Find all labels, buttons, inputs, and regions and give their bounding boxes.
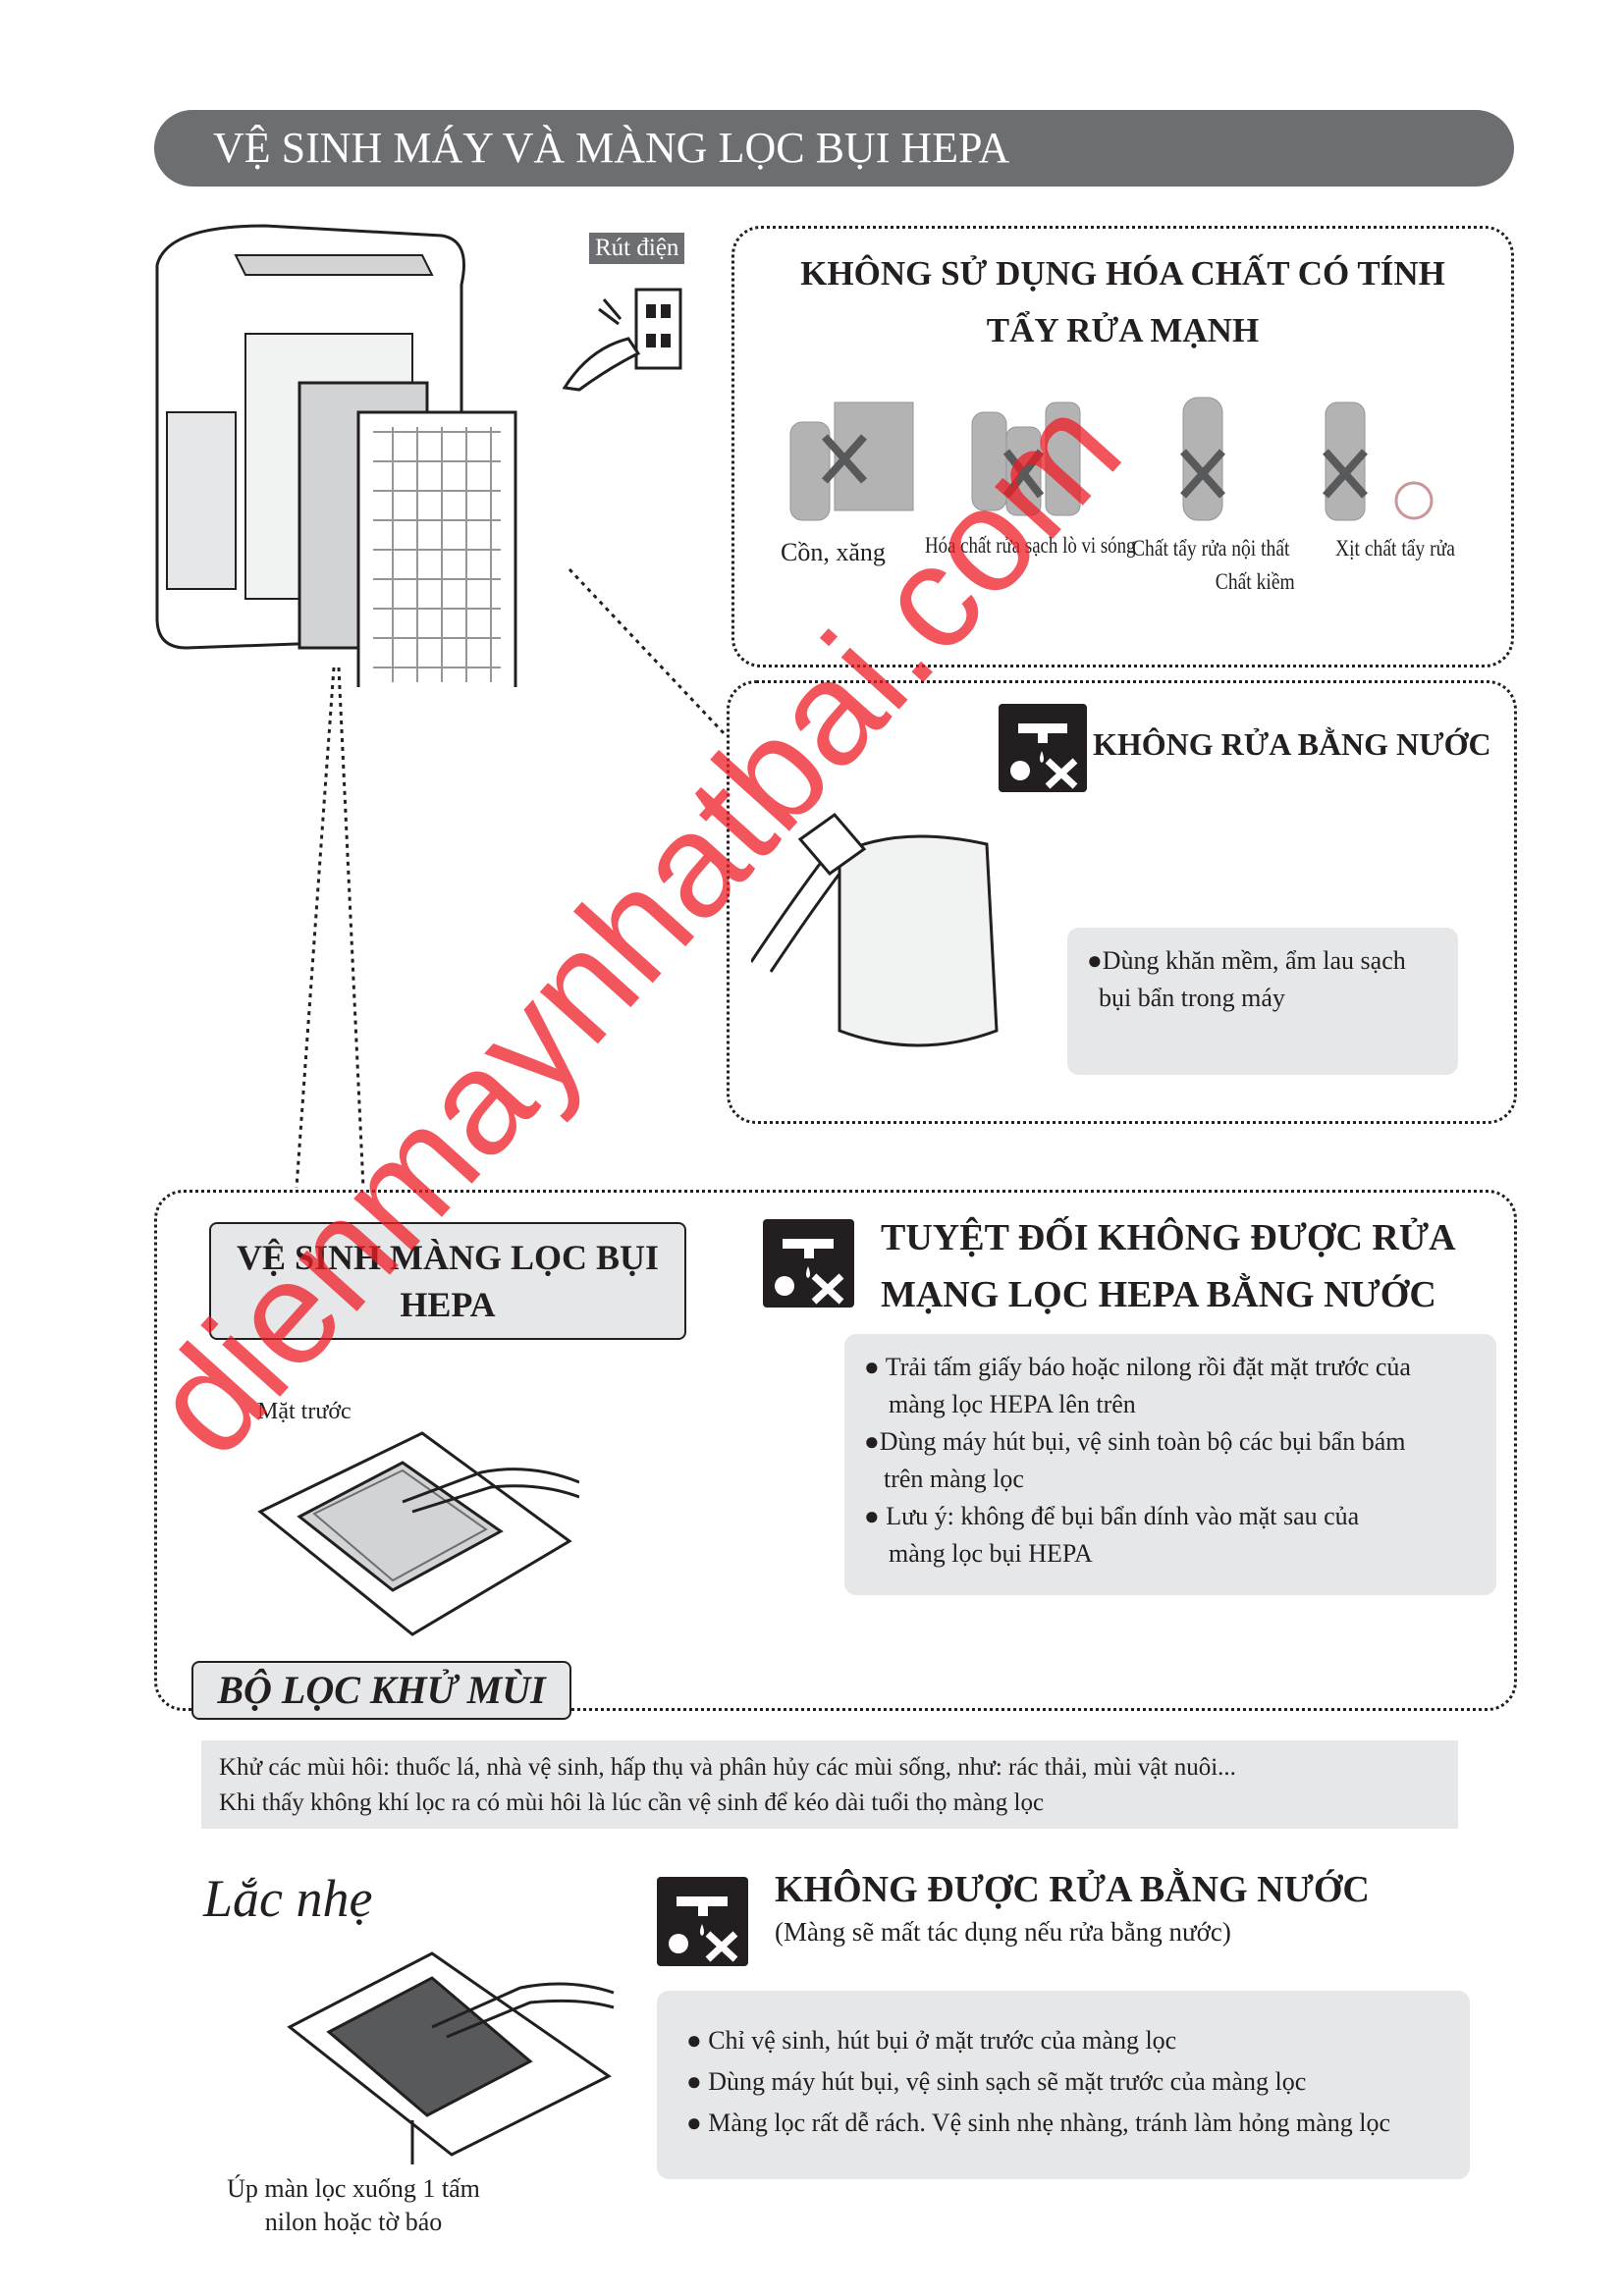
- prohibited-chemicals-icons: [789, 397, 1434, 521]
- deodorizer-desc-line1: Khử các mùi hôi: thuốc lá, nhà vệ sinh, …: [219, 1754, 1236, 1781]
- chemical-label-furniture-cleaner: Chất tẩy rửa nội thất: [1132, 536, 1290, 561]
- body-cleaning-note-line1: ●Dùng khăn mềm, ẩm lau sạch: [1087, 946, 1406, 975]
- deodorizer-bullet-1: ● Chỉ vệ sinh, hút bụi ở mặt trước của m…: [686, 2026, 1177, 2055]
- chemical-label-oven-cleaner: Hóa chất rửa sạch lò vi sóng: [925, 533, 1136, 558]
- no-water-icon: [763, 1219, 854, 1308]
- wiping-device-illustration: [751, 812, 999, 1047]
- air-purifier-illustration: [155, 224, 517, 687]
- no-water-icon: [657, 1877, 748, 1966]
- hepa-bullet-1: ● Trải tấm giấy báo hoặc nilong rồi đặt …: [864, 1353, 1411, 1381]
- unplug-icon: [562, 288, 682, 392]
- deodorizer-description: Khử các mùi hôi: thuốc lá, nhà vệ sinh, …: [201, 1740, 1458, 1829]
- deodorizer-vacuum-illustration: [287, 1951, 615, 2164]
- deodorizer-instructions: ● Chỉ vệ sinh, hút bụi ở mặt trước của m…: [657, 1991, 1470, 2179]
- body-cleaning-note-line2: bụi bẩn trong máy: [1099, 984, 1285, 1012]
- hepa-bullet-3: ● Lưu ý: không để bụi bẩn dính vào mặt s…: [864, 1502, 1360, 1530]
- deodorizer-desc-line2: Khi thấy không khí lọc ra có mùi hôi là …: [219, 1789, 1045, 1816]
- hepa-bullet-2-cont: trên màng lọc: [884, 1465, 1024, 1493]
- body-cleaning-title: KHÔNG RỬA BẰNG NƯỚC: [1093, 726, 1491, 762]
- deodorizer-warning-title: KHÔNG ĐƯỢC RỬA BẰNG NƯỚC: [775, 1869, 1370, 1910]
- hepa-cleaning-box: [154, 1190, 1517, 1711]
- deodorizer-caption: Úp màn lọc xuống 1 tấm nilon hoặc tờ báo: [196, 2172, 511, 2239]
- hepa-section-label: VỆ SINH MÀNG LỌC BỤI HEPA: [209, 1222, 686, 1340]
- hepa-vacuum-illustration: [257, 1431, 579, 1636]
- chemical-label-alcohol: Cồn, xăng: [781, 538, 886, 566]
- callout-dotted-lines: [295, 567, 729, 1189]
- hepa-warning-line1: TUYỆT ĐỐI KHÔNG ĐƯỢC RỬA: [881, 1217, 1456, 1258]
- hepa-bullet-1-cont: màng lọc HEPA lên trên: [889, 1390, 1136, 1418]
- front-side-label: Mặt trước: [257, 1399, 352, 1424]
- hepa-warning-line2: MẠNG LỌC HEPA BẰNG NƯỚC: [881, 1274, 1436, 1315]
- deodorizer-bullet-2: ● Dùng máy hút bụi, vệ sinh sạch sẽ mặt …: [686, 2067, 1307, 2096]
- chemicals-title: KHÔNG SỬ DỤNG HÓA CHẤT CÓ TÍNH TẨY RỬA M…: [731, 245, 1514, 359]
- deodorizer-warning-subtitle: (Màng sẽ mất tác dụng nếu rửa bằng nước): [775, 1917, 1231, 1947]
- body-cleaning-box: [727, 680, 1517, 1124]
- chemicals-warning-box: [731, 226, 1514, 667]
- hepa-instructions: ● Trải tấm giấy báo hoặc nilong rồi đặt …: [844, 1334, 1496, 1595]
- hepa-warning-title: TUYỆT ĐỐI KHÔNG ĐƯỢC RỬA MẠNG LỌC HEPA B…: [881, 1209, 1456, 1323]
- unplug-label: Rút điện: [589, 233, 685, 264]
- chemical-label-spray: Xịt chất tẩy rửa: [1335, 536, 1455, 561]
- caption-line1: Úp màn lọc xuống 1 tấm: [227, 2174, 480, 2203]
- chemicals-title-line2: TẨY RỬA MẠNH: [986, 311, 1260, 349]
- chemicals-title-line1: KHÔNG SỬ DỤNG HÓA CHẤT CÓ TÍNH: [800, 254, 1445, 293]
- deodorizer-bullet-3: ● Màng lọc rất dễ rách. Vệ sinh nhẹ nhàn…: [686, 2109, 1391, 2137]
- deodorizer-label: BỘ LỌC KHỬ MÙI: [191, 1661, 571, 1720]
- hepa-label-line1: VỆ SINH MÀNG LỌC BỤI: [236, 1238, 660, 1277]
- body-cleaning-note: ●Dùng khăn mềm, ẩm lau sạch bụi bẩn tron…: [1067, 928, 1458, 1075]
- page-title: VỆ SINH MÁY VÀ MÀNG LỌC BỤI HEPA: [154, 110, 1514, 187]
- chemical-label-alkali: Chất kiềm: [1215, 569, 1295, 594]
- hepa-bullet-2: ●Dùng máy hút bụi, vệ sinh toàn bộ các b…: [864, 1427, 1406, 1456]
- caption-line2: nilon hoặc tờ báo: [264, 2208, 443, 2236]
- shake-gently-label: Lắc nhẹ: [203, 1869, 373, 1928]
- hepa-bullet-3-cont: màng lọc bụi HEPA: [889, 1539, 1093, 1568]
- hepa-label-line2: HEPA: [400, 1285, 496, 1324]
- no-water-icon: [999, 704, 1087, 792]
